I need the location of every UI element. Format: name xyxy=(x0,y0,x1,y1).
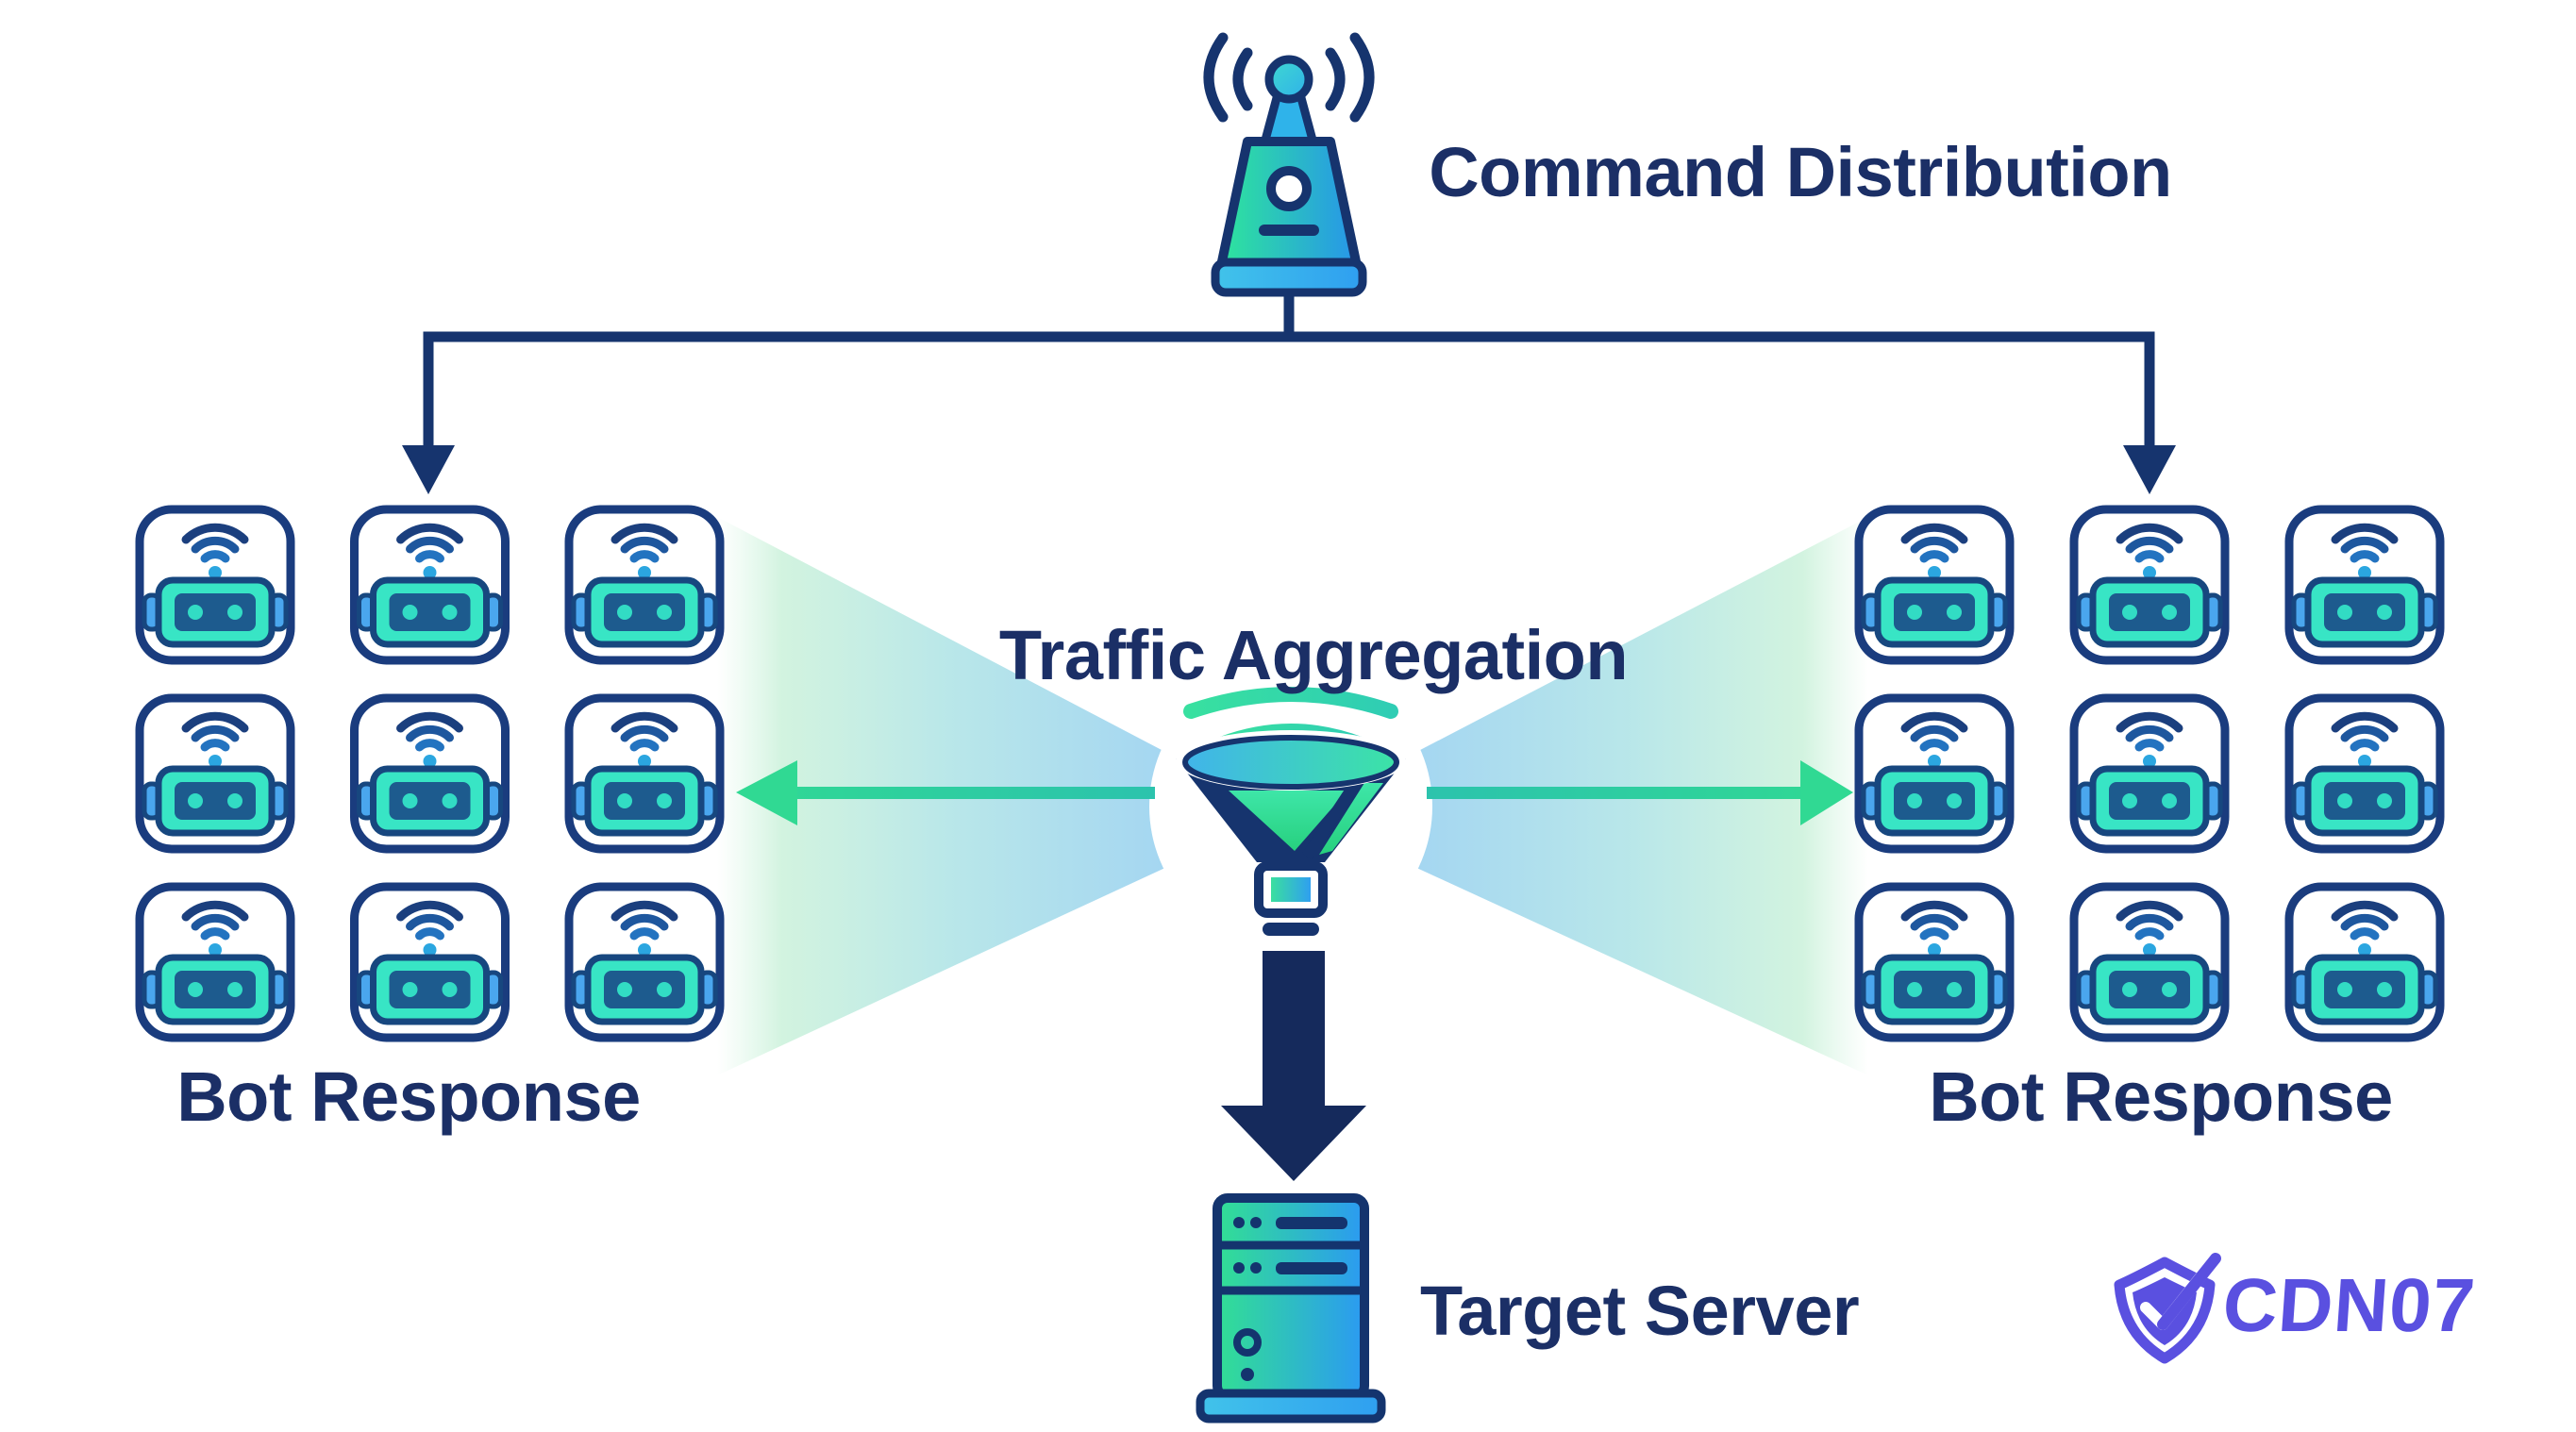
bot-icon xyxy=(569,698,720,849)
bot-icon xyxy=(2074,509,2225,660)
bot-response-arrow-left xyxy=(736,760,1155,825)
target-server-label: Target Server xyxy=(1420,1272,1860,1350)
bot-icon xyxy=(2289,887,2440,1038)
bot-response-arrow-right xyxy=(1427,760,1853,825)
bot-icon xyxy=(2289,698,2440,849)
traffic-aggregation-label: Traffic Aggregation xyxy=(998,616,1629,694)
bot-icon xyxy=(1859,509,2010,660)
bot-icon xyxy=(2074,887,2225,1038)
command-connector-line xyxy=(423,331,2155,451)
bot-grid-left xyxy=(140,509,720,1038)
shield-check-icon xyxy=(2114,1253,2221,1364)
bot-icon xyxy=(2289,509,2440,660)
bot-icon xyxy=(569,509,720,660)
bot-icon xyxy=(569,887,720,1038)
command-distribution-label: Command Distribution xyxy=(1429,133,2172,211)
broadcast-tower-icon xyxy=(1203,32,1375,297)
bot-icon xyxy=(355,887,506,1038)
bot-icon xyxy=(1859,698,2010,849)
bot-icon xyxy=(140,509,291,660)
bot-icon xyxy=(1859,887,2010,1038)
bot-response-right-label: Bot Response xyxy=(1929,1057,2393,1136)
bot-response-left-label: Bot Response xyxy=(176,1057,641,1136)
bot-icon xyxy=(140,887,291,1038)
server-icon xyxy=(1196,1193,1386,1424)
bot-icon xyxy=(355,509,506,660)
brand-logo-text: CDN07 xyxy=(2219,1263,2479,1347)
branch-arrowhead-right xyxy=(2123,445,2176,494)
attack-arrow-down xyxy=(1221,951,1366,1181)
bot-icon xyxy=(355,698,506,849)
bot-icon xyxy=(140,698,291,849)
bot-icon xyxy=(2074,698,2225,849)
funnel-icon xyxy=(1176,687,1406,936)
bot-grid-right xyxy=(1859,509,2440,1038)
branch-arrowhead-left xyxy=(402,445,455,494)
